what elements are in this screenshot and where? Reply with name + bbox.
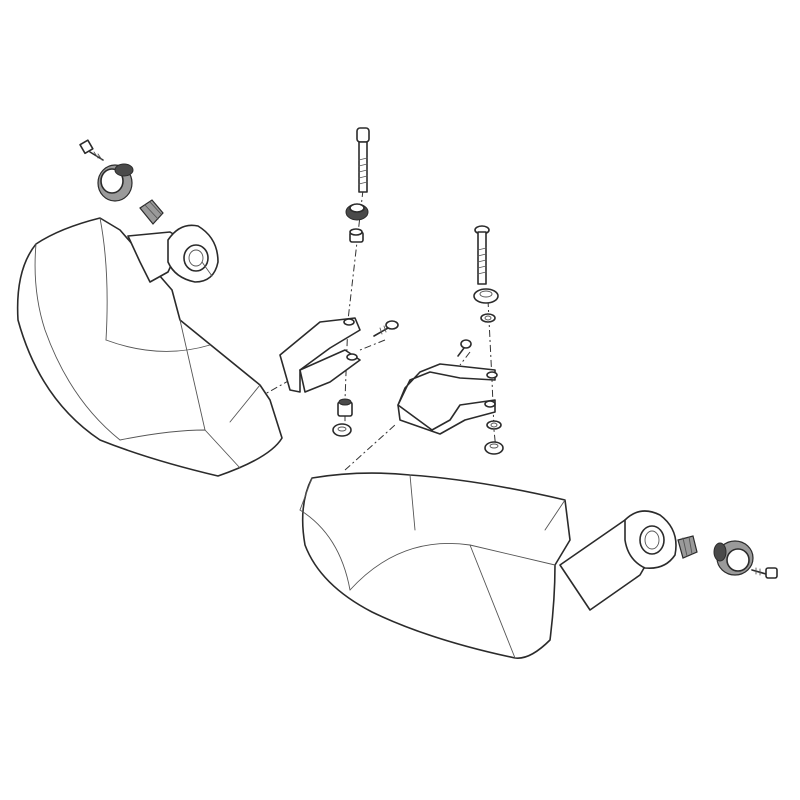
right-bar-end-weight xyxy=(713,540,754,576)
left-small-screw xyxy=(373,320,399,337)
right-bolt-washer-bottom xyxy=(484,420,504,455)
right-long-bolt xyxy=(474,225,490,285)
left-mounting-bracket xyxy=(279,317,361,393)
right-mounting-bracket xyxy=(397,363,498,435)
left-bar-end-weight xyxy=(97,163,134,202)
left-bolt-washer-top xyxy=(345,203,369,243)
left-long-bolt xyxy=(356,127,370,193)
left-handguard-arm xyxy=(127,224,219,283)
left-bolt-washer-bottom xyxy=(332,398,353,437)
left-end-bolt xyxy=(79,139,104,161)
right-end-bolt xyxy=(751,567,778,579)
right-handguard-arm xyxy=(559,510,677,611)
explode-lines xyxy=(257,189,497,471)
right-rubber-insert xyxy=(677,535,698,559)
right-bolt-washer-top xyxy=(473,288,499,323)
right-small-screw xyxy=(457,339,472,357)
left-rubber-insert xyxy=(139,199,164,225)
right-handguard-shell xyxy=(299,472,571,659)
left-handguard-shell xyxy=(16,217,283,477)
